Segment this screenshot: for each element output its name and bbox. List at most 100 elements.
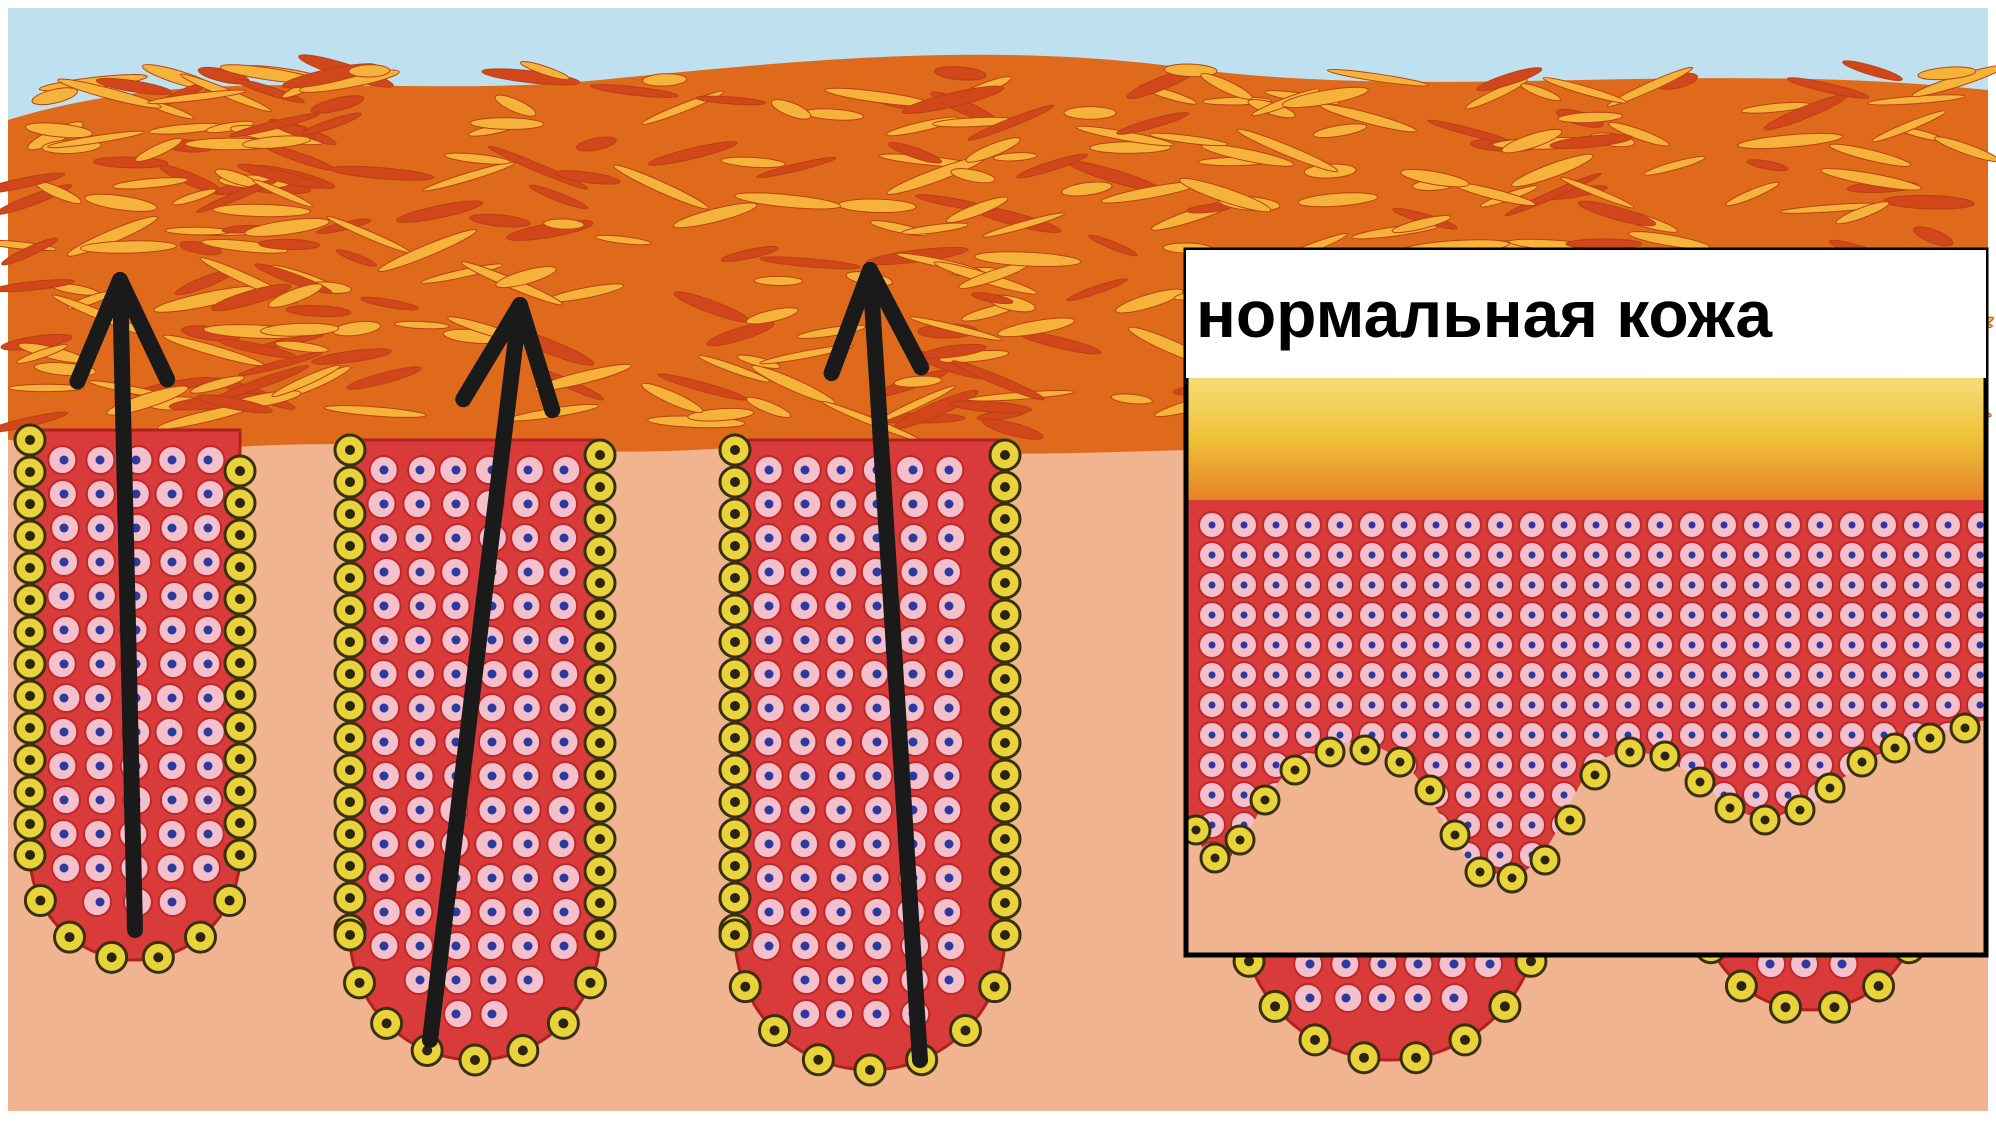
inset-basal-nucleus: [1291, 766, 1300, 775]
cell-nucleus: [452, 670, 461, 679]
basal-cell-nucleus: [1000, 866, 1010, 876]
basal-cell-nucleus: [1000, 834, 1010, 844]
inset-cell-nucleus: [1433, 702, 1440, 709]
basal-cell-nucleus: [1000, 482, 1010, 492]
inset-cell-nucleus: [1977, 702, 1984, 709]
cell-nucleus: [945, 670, 954, 679]
cell-nucleus: [945, 704, 954, 713]
inset-cell-nucleus: [1305, 552, 1312, 559]
inset-basal-nucleus: [1926, 734, 1935, 743]
cell-nucleus: [488, 738, 497, 747]
inset-cell-nucleus: [1561, 762, 1568, 769]
inset-cell-nucleus: [1369, 672, 1376, 679]
cell-nucleus: [873, 806, 882, 815]
inset-cell-nucleus: [1753, 642, 1760, 649]
basal-cell-nucleus: [345, 541, 355, 551]
cell-nucleus: [132, 456, 141, 465]
cell-nucleus: [837, 704, 846, 713]
cell-nucleus: [416, 636, 425, 645]
inset-cell-nucleus: [1497, 582, 1504, 589]
cell-nucleus: [96, 694, 105, 703]
inset-cell-nucleus: [1625, 702, 1632, 709]
inset-cell-nucleus: [1721, 612, 1728, 619]
inset-cell-nucleus: [1241, 582, 1248, 589]
cell-nucleus: [452, 636, 461, 645]
cell-nucleus: [96, 728, 105, 737]
inset-cell-nucleus: [1465, 762, 1472, 769]
cell-nucleus: [524, 772, 533, 781]
basal-cell-nucleus: [730, 930, 740, 940]
cell-nucleus: [1342, 960, 1351, 969]
inset-cell-nucleus: [1241, 612, 1248, 619]
cell-nucleus: [60, 558, 69, 567]
cell-nucleus: [416, 908, 425, 917]
cell-nucleus: [96, 898, 105, 907]
cell-nucleus: [380, 942, 389, 951]
inset-cell-nucleus: [1401, 702, 1408, 709]
cell-nucleus: [873, 738, 882, 747]
basal-cell-nucleus: [1000, 514, 1010, 524]
cell-nucleus: [452, 534, 461, 543]
cell-nucleus: [1450, 960, 1459, 969]
cell-nucleus: [873, 704, 882, 713]
cell-nucleus: [1802, 960, 1811, 969]
basal-cell-nucleus: [235, 850, 245, 860]
inset-cell-nucleus: [1657, 702, 1664, 709]
cell-nucleus: [204, 558, 213, 567]
inset-cell-nucleus: [1497, 732, 1504, 739]
inset-cell-nucleus: [1913, 552, 1920, 559]
inset-cell-nucleus: [1497, 642, 1504, 649]
cell-nucleus: [560, 670, 569, 679]
cell-nucleus: [837, 806, 846, 815]
inset-cell-nucleus: [1689, 642, 1696, 649]
cell-nucleus: [560, 568, 569, 577]
inset-cell-nucleus: [1273, 582, 1280, 589]
basal-cell-nucleus: [865, 1065, 875, 1075]
inset-cell-nucleus: [1401, 552, 1408, 559]
cell-nucleus: [524, 908, 533, 917]
inset-cell-nucleus: [1209, 582, 1216, 589]
inset-cell-nucleus: [1593, 732, 1600, 739]
basal-cell-nucleus: [153, 952, 163, 962]
inset-cell-nucleus: [1785, 552, 1792, 559]
cell-nucleus: [560, 466, 569, 475]
basal-cell-nucleus: [235, 818, 245, 828]
cell-nucleus: [524, 976, 533, 985]
cell-nucleus: [945, 942, 954, 951]
inset-cell-nucleus: [1497, 852, 1504, 859]
inset-cell-nucleus: [1625, 552, 1632, 559]
cell-nucleus: [488, 976, 497, 985]
cell-nucleus: [945, 738, 954, 747]
cell-nucleus: [945, 636, 954, 645]
inset-cell-nucleus: [1401, 522, 1408, 529]
inset-cell-nucleus: [1593, 612, 1600, 619]
basal-cell-nucleus: [730, 637, 740, 647]
cell-nucleus: [1450, 994, 1459, 1003]
basal-cell-nucleus: [1000, 802, 1010, 812]
cell-nucleus: [945, 568, 954, 577]
inset-cell-nucleus: [1593, 702, 1600, 709]
inset-cell-nucleus: [1433, 582, 1440, 589]
cell-nucleus: [524, 840, 533, 849]
cell-nucleus: [560, 738, 569, 747]
inset-cell-nucleus: [1689, 552, 1696, 559]
inset-cell-nucleus: [1721, 702, 1728, 709]
inset-cell-nucleus: [1657, 642, 1664, 649]
cell-nucleus: [168, 762, 177, 771]
basal-cell-nucleus: [1781, 1002, 1791, 1012]
inset-cell-nucleus: [1721, 582, 1728, 589]
cell-nucleus: [60, 728, 69, 737]
cell-nucleus: [168, 456, 177, 465]
cell-nucleus: [416, 602, 425, 611]
cell-nucleus: [801, 500, 810, 509]
inset-cell-nucleus: [1401, 612, 1408, 619]
cell-nucleus: [801, 534, 810, 543]
basal-cell-nucleus: [595, 738, 605, 748]
cell-nucleus: [765, 602, 774, 611]
inset-cell-nucleus: [1241, 702, 1248, 709]
basal-cell-nucleus: [595, 674, 605, 684]
basal-cell-nucleus: [1829, 1002, 1839, 1012]
cell-nucleus: [801, 670, 810, 679]
basal-cell-nucleus: [730, 541, 740, 551]
inset-cell-nucleus: [1977, 612, 1984, 619]
